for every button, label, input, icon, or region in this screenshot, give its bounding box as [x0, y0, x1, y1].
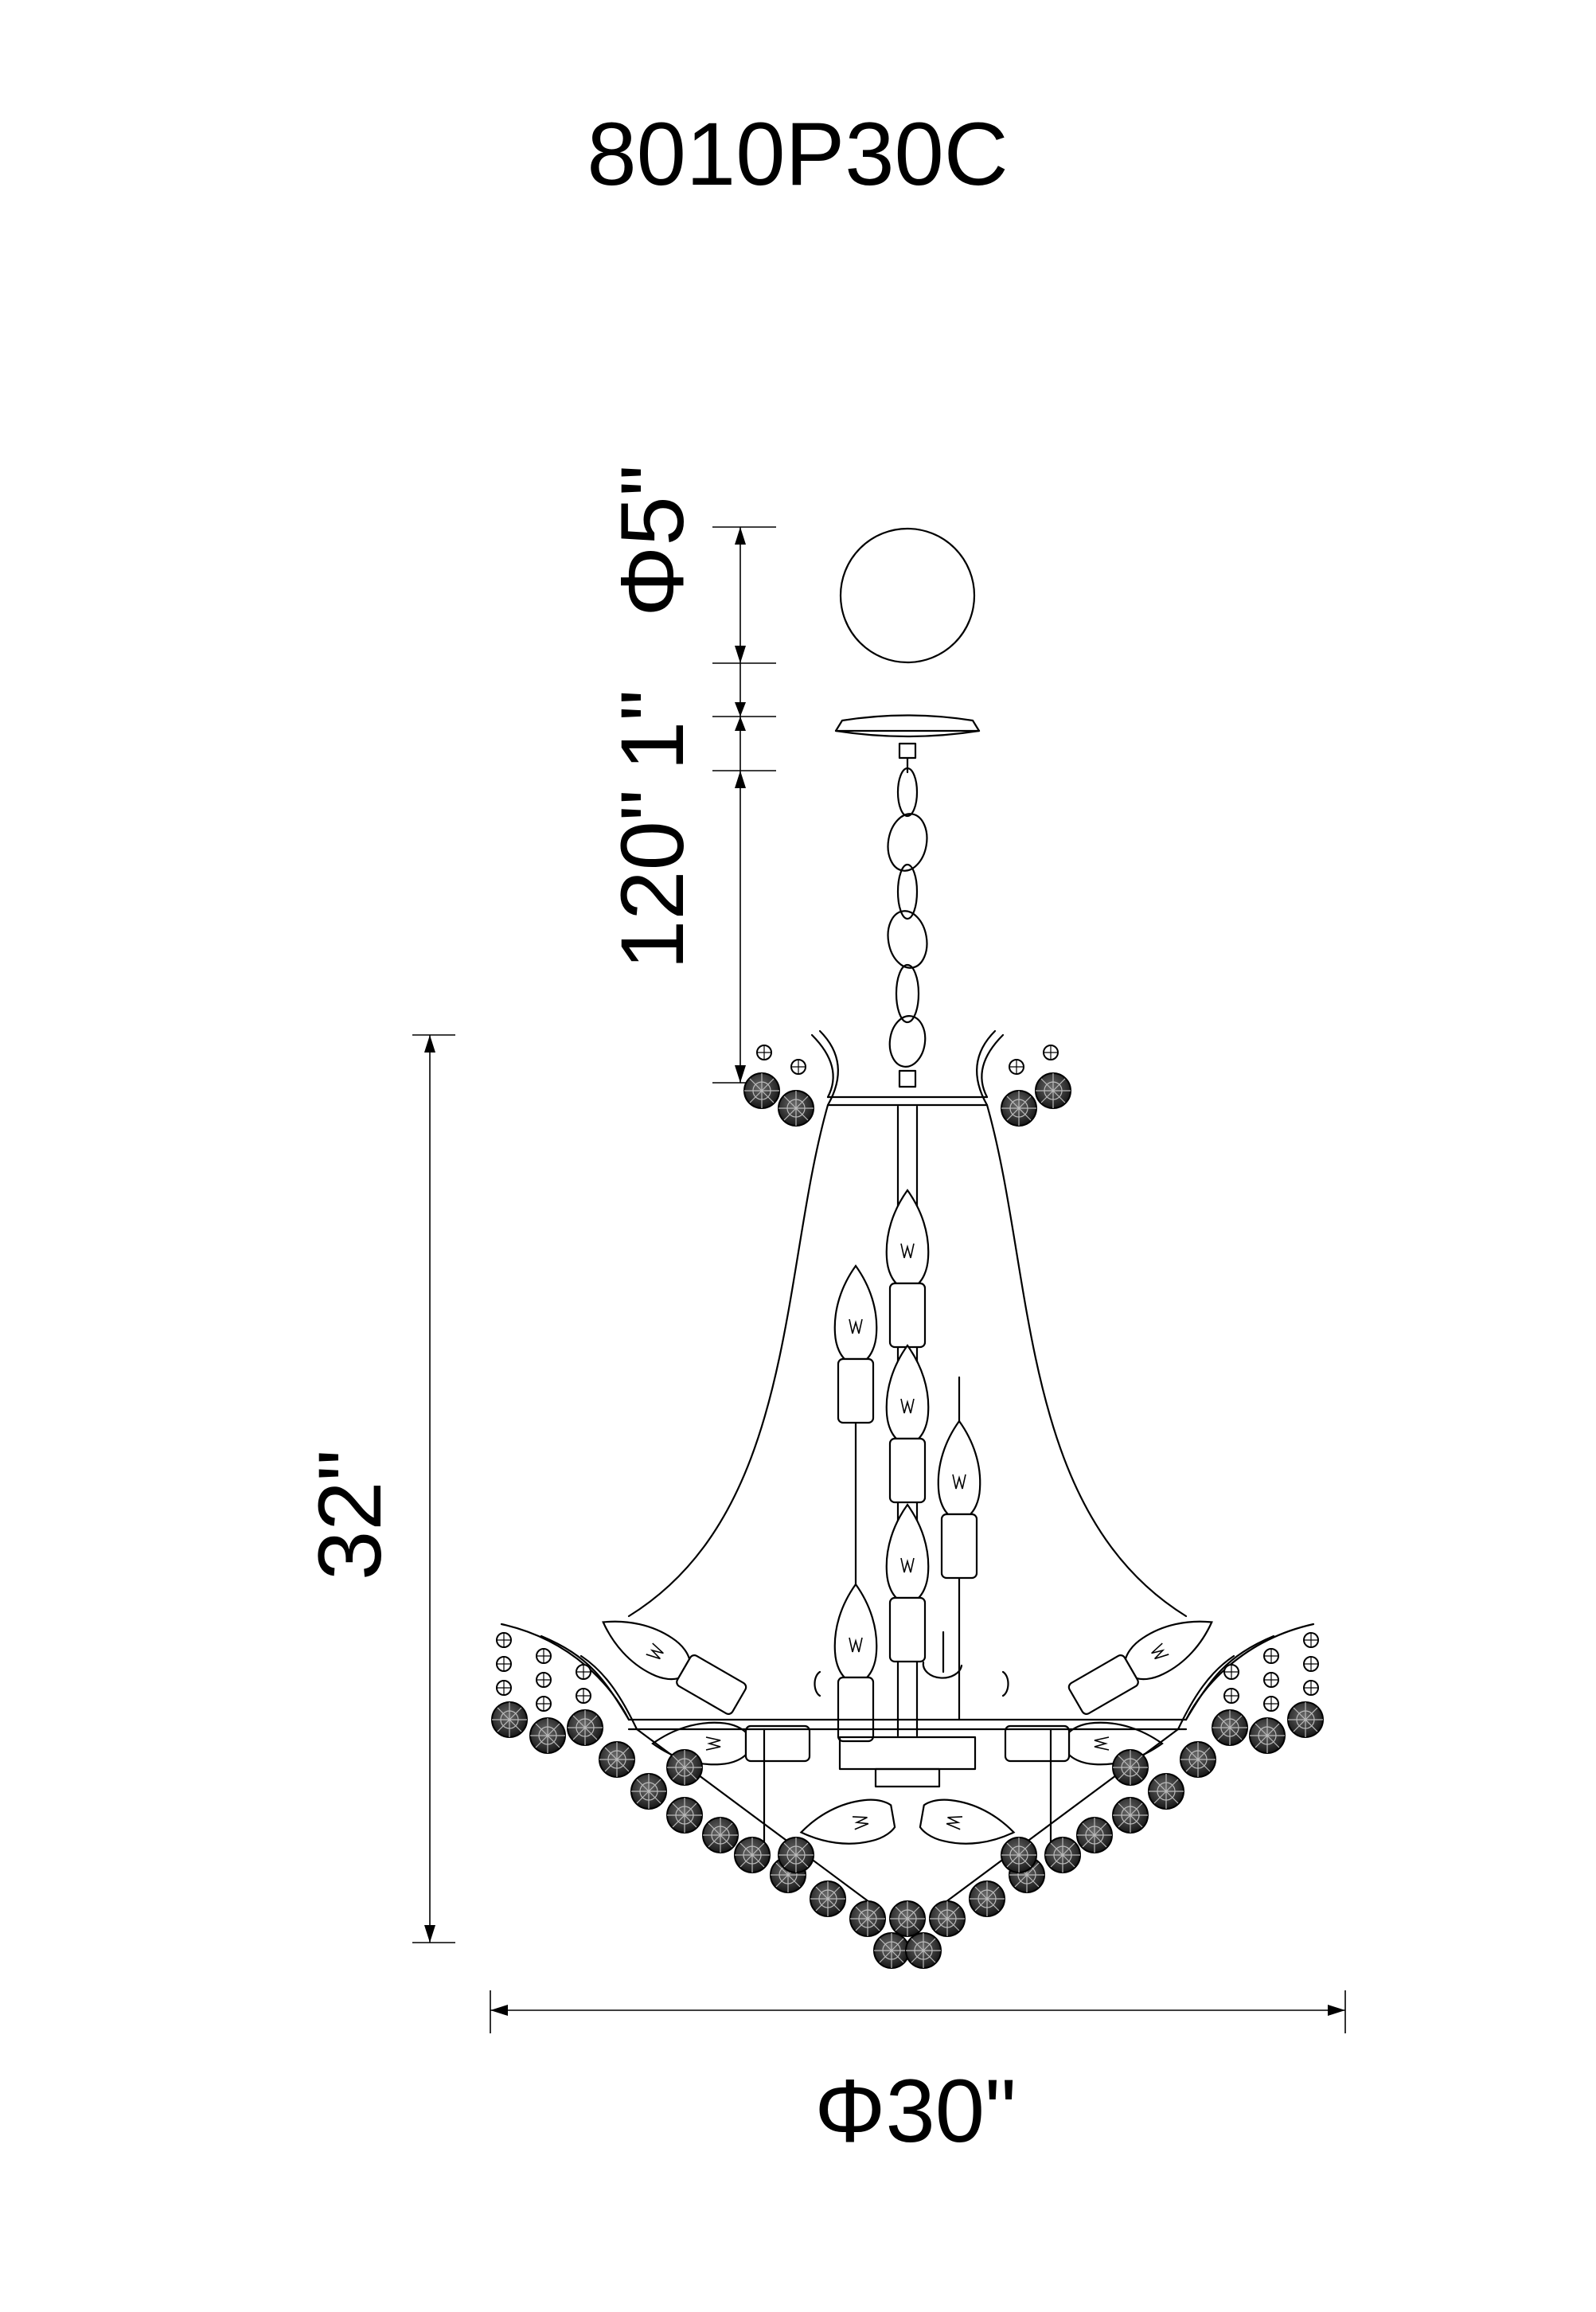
canopy-height-label: 1": [603, 689, 702, 771]
top-dimension-lines: [712, 526, 776, 1084]
bottom-crystal-swag: [630, 1749, 1184, 1969]
svg-text:Φ5": Φ5": [603, 465, 702, 617]
bulb-lower-left: [833, 1583, 878, 1743]
chain: [887, 756, 928, 1088]
chain-length-label: 120": [603, 789, 702, 970]
svg-text:120": 120": [603, 789, 702, 970]
bulb-lower-center: [885, 1503, 930, 1663]
left-crystal-strands: [491, 1623, 638, 1778]
body-height-label: 32": [300, 1450, 400, 1580]
top-ring: [627, 1029, 1188, 1618]
canopy-top-view: [839, 527, 976, 664]
bulb-middle-center: [885, 1344, 930, 1504]
right-crystal-strands: [1177, 1623, 1324, 1778]
svg-text:1": 1": [603, 689, 702, 771]
bulb-side-left: [591, 1603, 749, 1717]
body-diameter-label: Φ30": [814, 2061, 1017, 2161]
body-diameter-dimension-line: [490, 1990, 1346, 2033]
model-number: 8010P30C: [587, 104, 1008, 204]
top-crystals: [743, 1045, 1071, 1127]
bulb-upper-left: [833, 1264, 878, 1424]
canopy-diameter-label: Φ5": [603, 465, 702, 617]
svg-text:32": 32": [300, 1450, 400, 1580]
bulb-bottom-right: [917, 1795, 1019, 1854]
bulb-side-right: [1066, 1603, 1223, 1717]
bulb-bottom-left: [796, 1795, 898, 1854]
body-height-dimension-line: [412, 1034, 455, 1943]
bulb-top-center: [885, 1189, 930, 1349]
canopy-side-view: [834, 714, 981, 760]
bulb-right: [937, 1420, 981, 1580]
